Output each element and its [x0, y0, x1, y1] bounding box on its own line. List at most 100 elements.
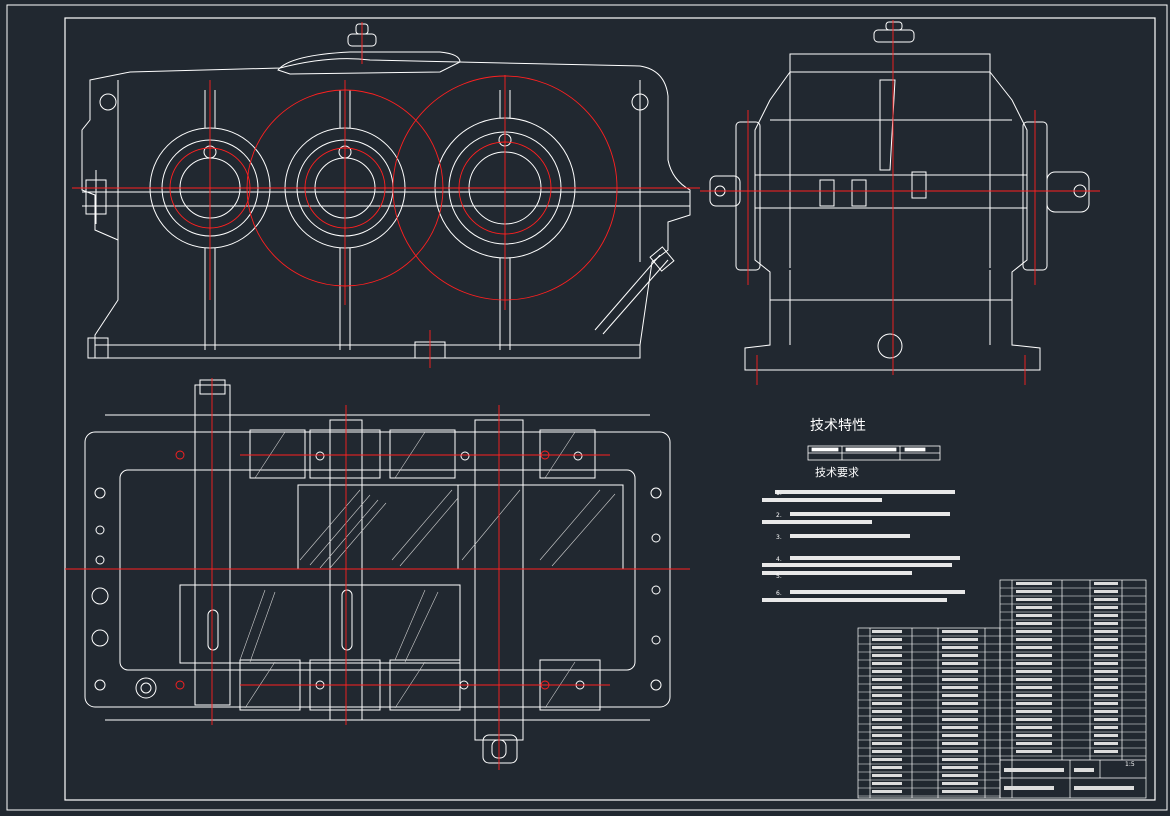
parts-row-text-left [872, 766, 902, 769]
title-block-text [1004, 768, 1064, 772]
parts-row-text-right [1016, 582, 1052, 585]
sheet-outer-border [6, 4, 1168, 811]
parts-row-text-left [872, 718, 902, 721]
side-shaft-end-right [1046, 171, 1090, 213]
parts-row-text-left-2 [942, 750, 978, 753]
parts-row-text-left-2 [942, 694, 978, 697]
parts-row-text-left-2 [942, 646, 978, 649]
parts-row-text-left [872, 646, 902, 649]
parts-row-text-left [872, 750, 902, 753]
parts-row-text-left [872, 758, 902, 761]
parts-row-text-right [1016, 622, 1052, 625]
parts-row-text-right [1016, 686, 1052, 689]
title-block-text [1074, 786, 1134, 790]
parts-row-text-left [872, 790, 902, 793]
gear-row-lower [179, 584, 461, 664]
parts-row-text-left-2 [942, 774, 978, 777]
title-block-text [1074, 768, 1094, 772]
sheet-inner-border [64, 17, 1156, 801]
parts-row-text-right [1016, 590, 1052, 593]
parts-list [857, 579, 1147, 799]
heading-tech-requirements: 技术要求 [815, 466, 859, 479]
parts-row-text-right [1016, 654, 1052, 657]
parts-row-text-right-2 [1094, 694, 1118, 697]
side-view-centerlines [700, 20, 1100, 385]
parts-row-text-left-2 [942, 758, 978, 761]
parts-row-text-right-2 [1094, 598, 1118, 601]
parts-row-text-right-2 [1094, 662, 1118, 665]
parts-row-text-left [872, 774, 902, 777]
note-number-2: 2. [776, 512, 782, 519]
title-block-text [1004, 786, 1054, 790]
side-view [709, 21, 1090, 371]
parts-row-text-right [1016, 694, 1052, 697]
parts-row-text-right-2 [1094, 590, 1118, 593]
parts-row-text-right-2 [1094, 702, 1118, 705]
parts-row-text-right [1016, 670, 1052, 673]
lifting-hole-left [99, 93, 117, 111]
parts-row-text-left [872, 710, 902, 713]
input-shaft [194, 384, 231, 706]
note-number-6: 6. [776, 590, 782, 597]
parts-row-text-right-2 [1094, 710, 1118, 713]
parts-row-text-right [1016, 734, 1052, 737]
parts-row-text-left-2 [942, 790, 978, 793]
top-view-hatching [239, 431, 616, 709]
parts-row-text-right [1016, 702, 1052, 705]
parts-row-text-right-2 [1094, 734, 1118, 737]
parts-row-text-right-2 [1094, 606, 1118, 609]
parts-row-text-right-2 [1094, 646, 1118, 649]
parts-row-text-left [872, 630, 902, 633]
parts-row-text-left-2 [942, 718, 978, 721]
parts-row-text-right [1016, 750, 1052, 753]
parts-row-text-left [872, 662, 902, 665]
parts-row-text-left-2 [942, 630, 978, 633]
parts-row-text-right-2 [1094, 614, 1118, 617]
tech-characteristics-table [807, 445, 941, 461]
parts-row-text-left-2 [942, 702, 978, 705]
parts-row-text-right-2 [1094, 654, 1118, 657]
side-vent-plug [873, 29, 915, 43]
parts-row-text-right [1016, 678, 1052, 681]
parts-row-text-right [1016, 718, 1052, 721]
parts-row-text-left-2 [942, 678, 978, 681]
parts-row-text-right-2 [1094, 622, 1118, 625]
parts-row-text-left-2 [942, 766, 978, 769]
side-top-flange [789, 53, 991, 73]
scale-label: 1:5 [1125, 761, 1135, 768]
note-number-3: 3. [776, 534, 782, 541]
top-housing-outline [84, 431, 671, 708]
parts-row-text-left-2 [942, 742, 978, 745]
note-number-1: 1. [776, 490, 782, 497]
parts-row-text-right [1016, 710, 1052, 713]
parts-row-text-left [872, 734, 902, 737]
parts-row-text-right-2 [1094, 742, 1118, 745]
front-view-centerlines [72, 22, 700, 368]
parts-row-text-left [872, 742, 902, 745]
parts-row-text-right [1016, 598, 1052, 601]
parts-row-text-right [1016, 606, 1052, 609]
front-view [81, 23, 691, 359]
parts-row-text-left-2 [942, 662, 978, 665]
parts-row-text-right [1016, 646, 1052, 649]
parts-row-text-left [872, 782, 902, 785]
parts-row-text-left-2 [942, 782, 978, 785]
tech-requirements-lines [762, 490, 965, 602]
heading-tech-characteristics: 技术特性 [810, 418, 866, 434]
parts-row-text-right-2 [1094, 686, 1118, 689]
parts-row-text-left [872, 694, 902, 697]
parts-row-text-right-2 [1094, 630, 1118, 633]
parts-row-text-left-2 [942, 726, 978, 729]
parts-row-text-right [1016, 614, 1052, 617]
parts-row-text-left [872, 638, 902, 641]
parts-row-text-left [872, 702, 902, 705]
parts-row-text-left-2 [942, 638, 978, 641]
parts-row-text-left-2 [942, 686, 978, 689]
gear-large-1 [297, 484, 459, 570]
parts-list-rows [858, 587, 1146, 797]
parts-row-text-left-2 [942, 654, 978, 657]
front-housing-outline [81, 58, 691, 359]
parts-row-text-right [1016, 726, 1052, 729]
note-number-5: 5. [776, 573, 782, 580]
parts-row-text-left-2 [942, 710, 978, 713]
